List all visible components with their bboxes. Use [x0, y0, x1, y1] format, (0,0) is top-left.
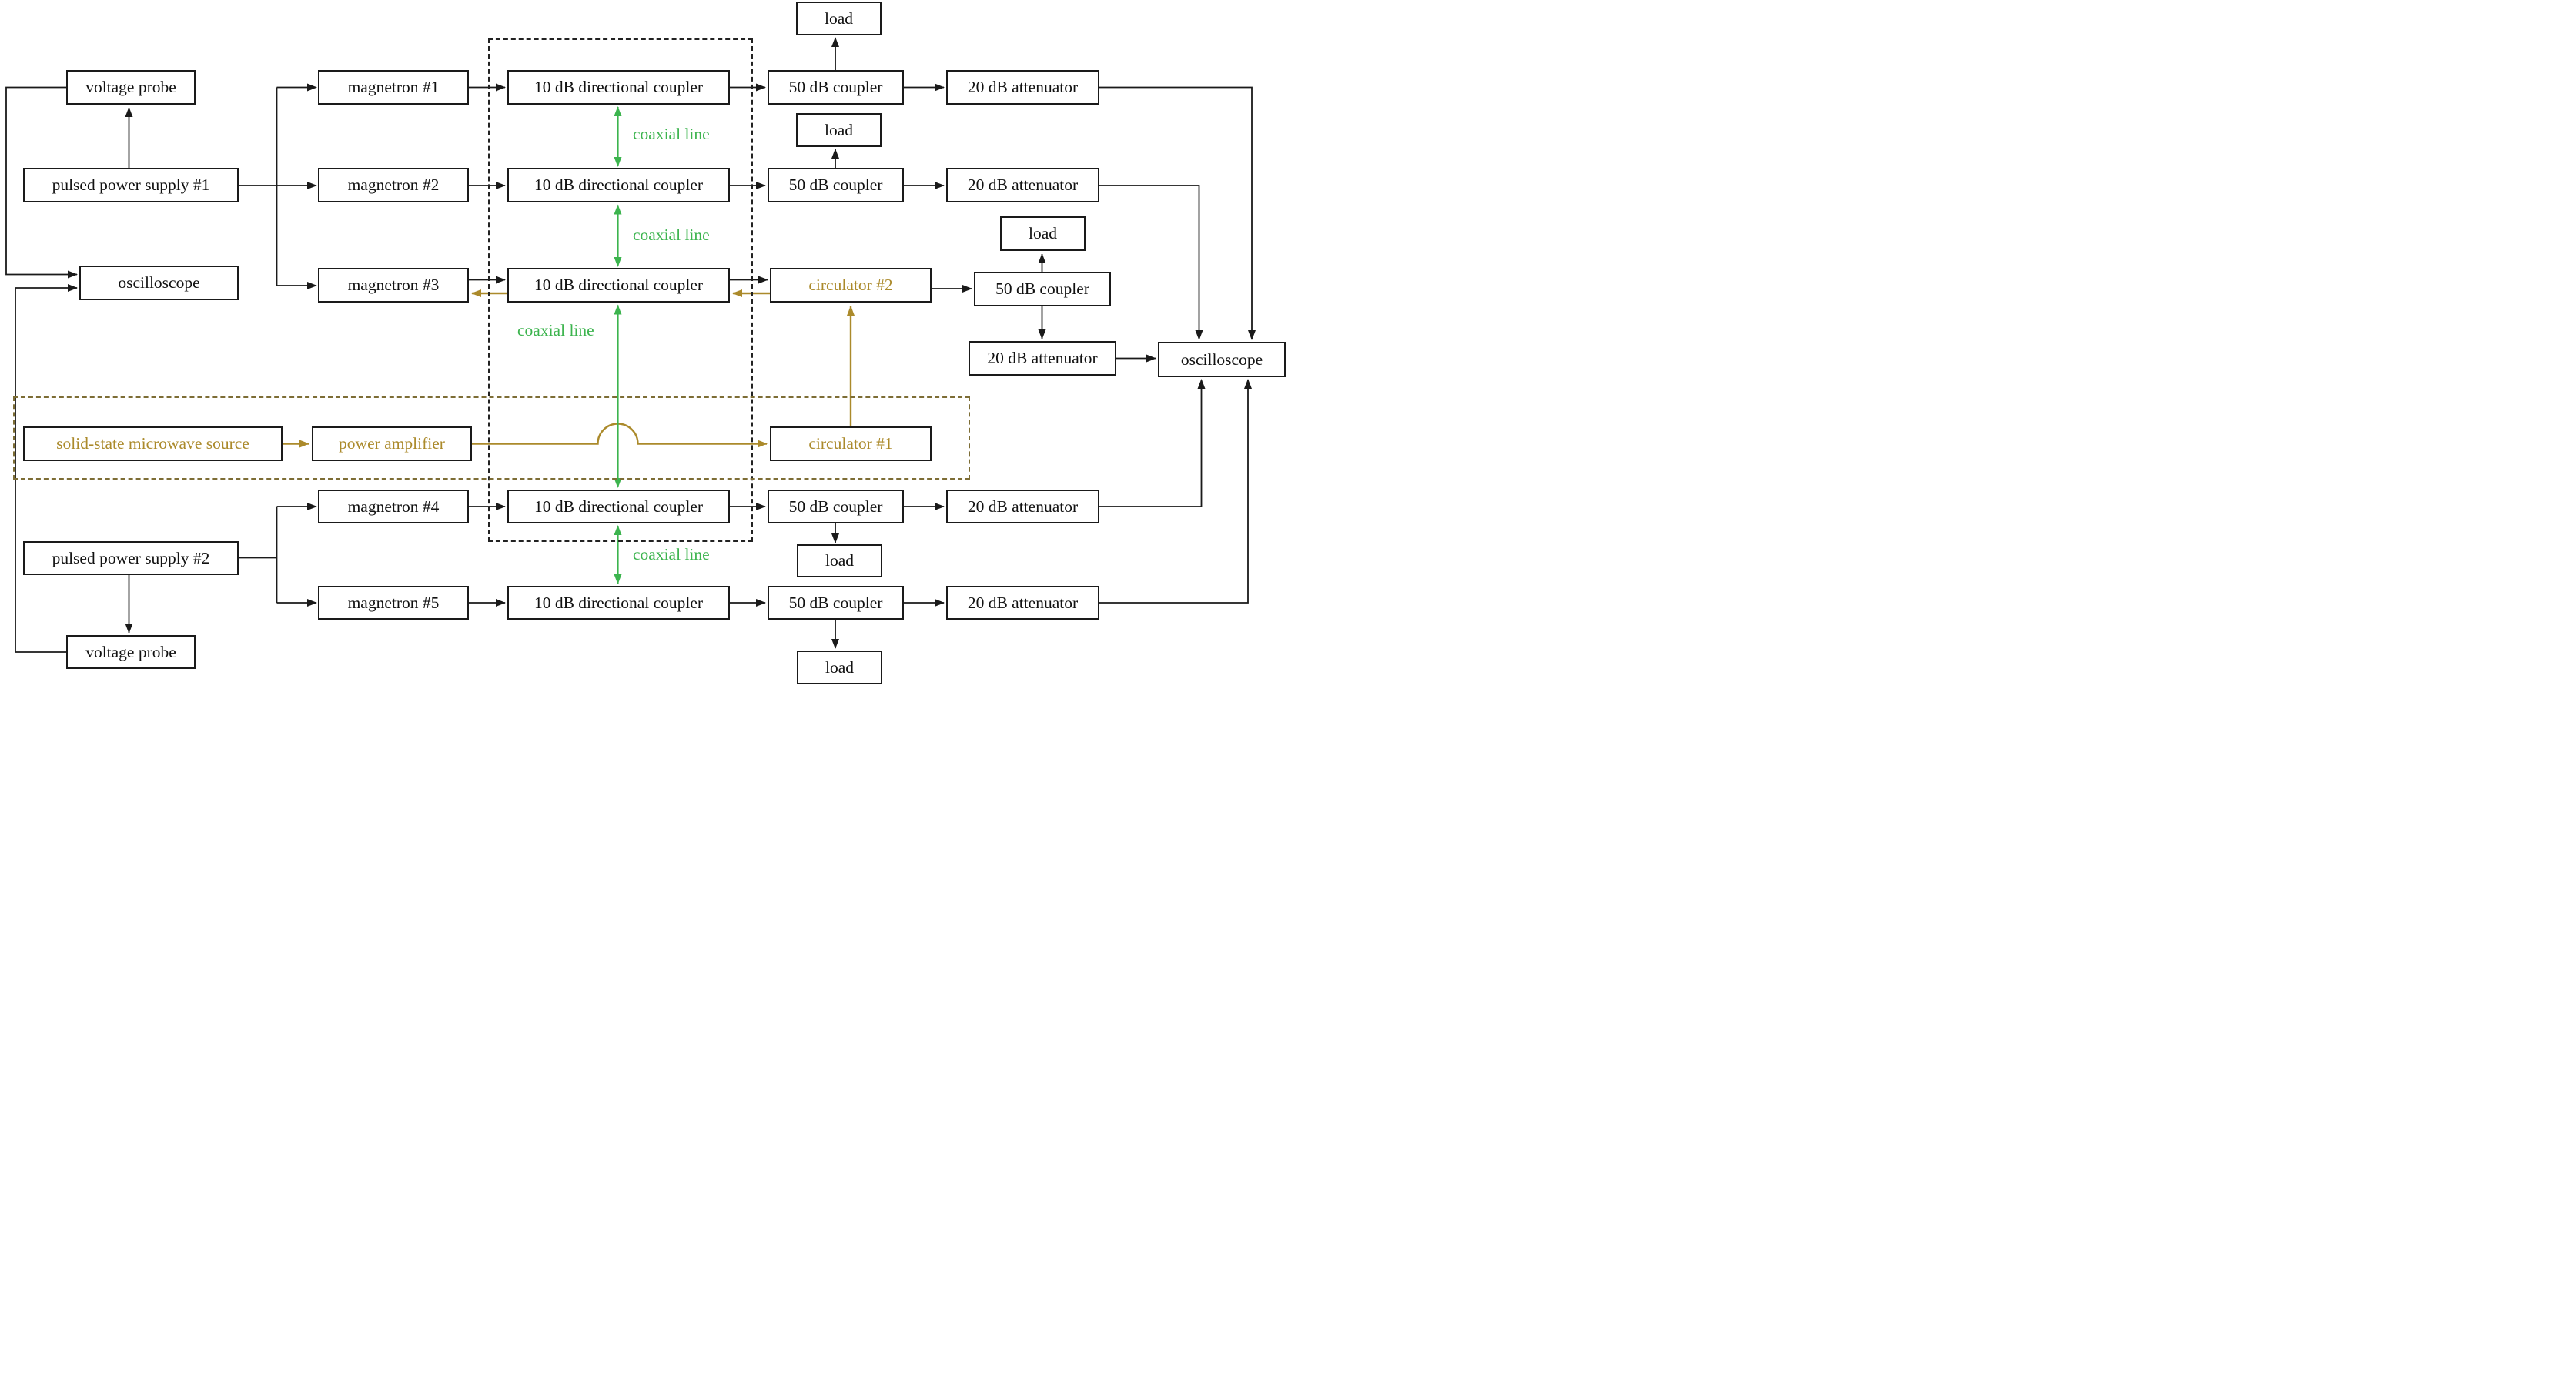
pps2-to-magnetrons-wires: [238, 503, 317, 607]
node-50db-coupler-4: 50 dB coupler: [768, 490, 904, 523]
row1-wires: [469, 37, 1256, 340]
vprobe1-to-oscilloscope-wire: [5, 86, 78, 279]
node-20db-attenuator-3: 20 dB attenuator: [969, 341, 1116, 376]
node-50db-coupler-1: 50 dB coupler: [768, 70, 904, 105]
node-magnetron-4: magnetron #4: [318, 490, 469, 523]
node-50db-coupler-2: 50 dB coupler: [768, 168, 904, 202]
row3-forward-wires: [469, 253, 1156, 363]
node-oscilloscope-right: oscilloscope: [1158, 342, 1286, 377]
node-load-2: load: [796, 113, 882, 147]
node-oscilloscope-left: oscilloscope: [79, 266, 239, 300]
node-voltage-probe-1: voltage probe: [66, 70, 196, 105]
node-pulsed-power-supply-2: pulsed power supply #2: [23, 541, 239, 575]
row4-wires: [469, 379, 1206, 543]
node-directional-coupler-3: 10 dB directional coupler: [507, 268, 730, 303]
node-power-amplifier: power amplifier: [312, 426, 472, 461]
row5-wires: [469, 379, 1252, 649]
pps1-to-magnetrons-wires: [238, 83, 317, 289]
node-solid-state-microwave-source: solid-state microwave source: [23, 426, 283, 461]
row2-wires: [469, 149, 1203, 340]
node-directional-coupler-4: 10 dB directional coupler: [507, 490, 730, 523]
node-directional-coupler-2: 10 dB directional coupler: [507, 168, 730, 202]
node-50db-coupler-3: 50 dB coupler: [974, 272, 1111, 306]
node-magnetron-5: magnetron #5: [318, 586, 469, 620]
node-load-5: load: [797, 651, 882, 684]
coaxial-line-label-2: coaxial line: [633, 226, 710, 244]
node-directional-coupler-5: 10 dB directional coupler: [507, 586, 730, 620]
injection-source-dashed-box: [13, 396, 970, 480]
connector-layer: [5, 37, 1256, 653]
node-load-4: load: [797, 544, 882, 577]
node-20db-attenuator-1: 20 dB attenuator: [946, 70, 1099, 105]
node-directional-coupler-1: 10 dB directional coupler: [507, 70, 730, 105]
node-magnetron-3: magnetron #3: [318, 268, 469, 303]
node-voltage-probe-2: voltage probe: [66, 635, 196, 669]
node-magnetron-2: magnetron #2: [318, 168, 469, 202]
node-20db-attenuator-5: 20 dB attenuator: [946, 586, 1099, 620]
node-circulator-1: circulator #1: [770, 426, 932, 461]
coaxial-line-label-3: coaxial line: [517, 321, 594, 339]
vprobe2-to-oscilloscope-wire: [15, 284, 78, 653]
node-50db-coupler-5: 50 dB coupler: [768, 586, 904, 620]
node-load-3: load: [1000, 216, 1086, 251]
node-pulsed-power-supply-1: pulsed power supply #1: [23, 168, 239, 202]
node-magnetron-1: magnetron #1: [318, 70, 469, 105]
node-circulator-2: circulator #2: [770, 268, 932, 303]
coaxial-line-label-1: coaxial line: [633, 125, 710, 143]
block-diagram: coaxial line coaxial line coaxial line c…: [0, 0, 1288, 699]
node-20db-attenuator-4: 20 dB attenuator: [946, 490, 1099, 523]
node-20db-attenuator-2: 20 dB attenuator: [946, 168, 1099, 202]
coaxial-line-label-4: coaxial line: [633, 545, 710, 564]
node-load-1: load: [796, 2, 882, 35]
